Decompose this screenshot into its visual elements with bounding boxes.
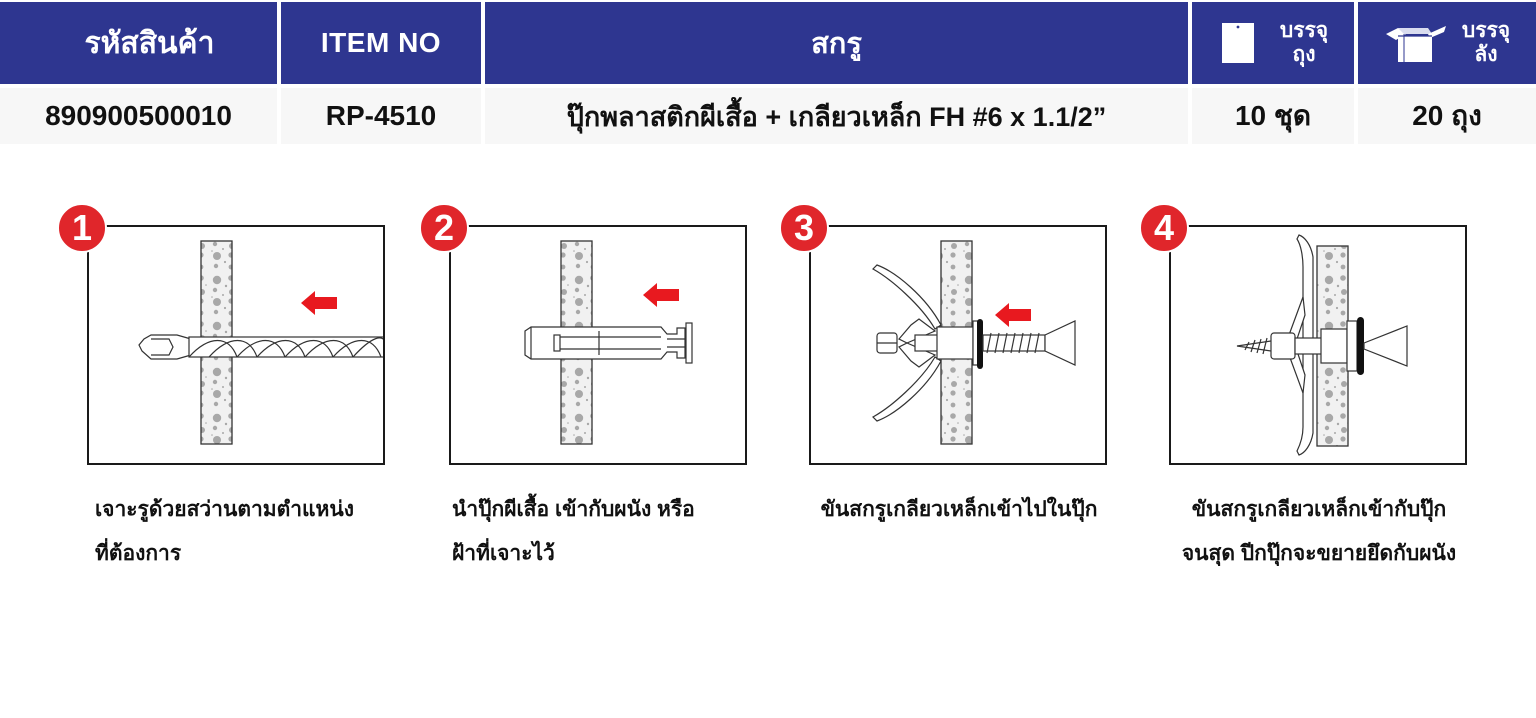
value-product-code: 890900500010: [0, 88, 277, 144]
header-bag-pack: บรรจุ ถุง: [1192, 2, 1354, 84]
step-number-badge: 3: [779, 203, 829, 253]
header-product-code-label: รหัสสินค้า: [84, 26, 215, 60]
step-illustration-drive-screw: [809, 225, 1107, 465]
bag-pack-quantity: 10 ชุด: [1234, 100, 1312, 131]
butterfly-anchor-icon: [524, 322, 693, 364]
washer-icon: [977, 319, 983, 369]
header-bag-pack-line1: บรรจุ: [1279, 19, 1329, 42]
header-carton-pack: บรรจุ ลัง: [1358, 2, 1536, 84]
step-caption-line1: ขันสกรูเกลียวเหล็กเข้าไปในปุ๊ก: [820, 498, 1098, 521]
header-description-label: สกรู: [811, 28, 862, 60]
step-caption-line2: ที่ต้องการ: [95, 542, 182, 565]
butterfly-anchor-icon: [872, 264, 980, 422]
step-number-badge: 4: [1139, 203, 1189, 253]
direction-arrow-icon: [995, 303, 1031, 327]
header-item-no-label: ITEM NO: [320, 27, 442, 58]
value-item-no: RP-4510: [281, 88, 481, 144]
value-carton-pack: 20 ถุง: [1358, 88, 1536, 144]
step-number-badge: 2: [419, 203, 469, 253]
step-illustration-drill: [87, 225, 385, 465]
header-item-no: ITEM NO: [281, 2, 481, 84]
value-description: ปุ๊กพลาสติกผีเสื้อ + เกลียวเหล็ก FH #6 x…: [485, 88, 1188, 144]
step-caption-line1: ขันสกรูเกลียวเหล็กเข้ากับปุ๊ก: [1191, 498, 1447, 521]
step-caption-line1: เจาะรูด้วยสว่านตามตำแหน่ง: [95, 498, 355, 521]
step-illustration-anchor-expanded: [1169, 225, 1467, 465]
box-icon: [1384, 22, 1448, 64]
header-carton-pack-line1: บรรจุ: [1461, 19, 1511, 42]
bag-icon: [1221, 23, 1254, 63]
step-caption-line1: นำปุ๊กผีเสื้อ เข้ากับผนัง หรือ: [452, 498, 695, 521]
item-no: RP-4510: [325, 100, 437, 131]
value-bag-pack: 10 ชุด: [1192, 88, 1354, 144]
header-carton-pack-line2: ลัง: [1474, 43, 1498, 66]
carton-pack-quantity: 20 ถุง: [1412, 100, 1482, 131]
drill-bit-icon: [138, 334, 383, 360]
direction-arrow-icon: [643, 283, 679, 307]
header-bag-pack-line2: ถุง: [1292, 43, 1316, 66]
butterfly-anchor-icon: [1236, 234, 1358, 456]
step-caption: ขันสกรูเกลียวเหล็กเข้าไปในปุ๊ก: [809, 488, 1109, 532]
product-description: ปุ๊กพลาสติกผีเสื้อ + เกลียวเหล็ก FH #6 x…: [566, 101, 1107, 132]
step-number-badge: 1: [57, 203, 107, 253]
washer-icon: [1357, 317, 1364, 375]
step-caption: เจาะรูด้วยสว่านตามตำแหน่ง ที่ต้องการ: [95, 488, 405, 576]
screw-icon: [982, 320, 1076, 366]
product-code: 890900500010: [45, 100, 232, 131]
step-caption: นำปุ๊กผีเสื้อ เข้ากับผนัง หรือ ฝ้าที่เจา…: [452, 488, 752, 576]
step-caption: ขันสกรูเกลียวเหล็กเข้ากับปุ๊ก จนสุด ปีกป…: [1149, 488, 1489, 576]
step-caption-line2: ฝ้าที่เจาะไว้: [452, 542, 555, 565]
step-caption-line2: จนสุด ปีกปุ๊กจะขยายยึดกับผนัง: [1181, 542, 1457, 565]
direction-arrow-icon: [301, 291, 337, 315]
header-product-code: รหัสสินค้า: [0, 2, 277, 84]
step-illustration-insert-anchor: [449, 225, 747, 465]
product-spec-table: รหัสสินค้า ITEM NO สกรู บรรจุ ถุง: [0, 0, 1536, 146]
screw-head-icon: [1363, 325, 1408, 367]
header-description: สกรู: [485, 2, 1188, 84]
